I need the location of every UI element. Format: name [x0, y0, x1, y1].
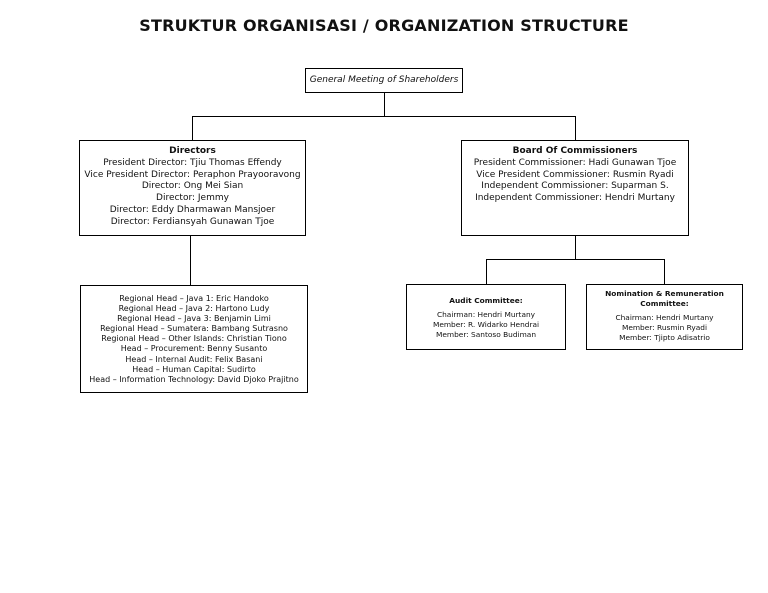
regional-line: Head – Procurement: Benny Susanto [120, 344, 268, 354]
commissioners-line: Vice President Commissioner: Rusmin Ryad… [476, 169, 674, 180]
regional-line: Head – Human Capital: Sudirto [132, 364, 256, 374]
connector-gms-down [384, 93, 385, 116]
audit-committee-line: Member: Santoso Budiman [435, 330, 537, 339]
commissioners-line: President Commissioner: Hadi Gunawan Tjo… [473, 157, 677, 168]
regional-line: Regional Head – Java 1: Eric Handoko [119, 294, 269, 303]
directors-line: President Director: Tjiu Thomas Effendy [103, 157, 282, 168]
page-title: STRUKTUR ORGANISASI / ORGANIZATION STRUC… [139, 16, 629, 35]
connector-top-horizontal [192, 116, 576, 117]
connector-to-directors [192, 116, 193, 140]
regional-line: Regional Head – Java 2: Hartono Ludy [118, 304, 270, 314]
connector-committees-horizontal [486, 259, 664, 260]
gms-box: General Meeting of Shareholders [305, 68, 463, 93]
directors-line: Director: Eddy Dharmawan Mansjoer [109, 204, 276, 215]
connector-to-nomination [664, 259, 665, 284]
directors-line: Director: Ong Mei Sian [141, 181, 244, 192]
connector-to-audit [486, 259, 487, 284]
directors-header: Directors [169, 146, 216, 156]
commissioners-line: Independent Commissioner: Suparman S. [481, 181, 669, 192]
nomination-committee-line: Member: Rusmin Ryadi [621, 323, 708, 332]
directors-line: Director: Ferdiansyah Gunawan Tjoe [110, 216, 275, 227]
audit-committee-line: Chairman: Hendri Murtany [436, 310, 536, 319]
directors-box: Directors President Director: Tjiu Thoma… [79, 140, 306, 236]
commissioners-line: Independent Commissioner: Hendri Murtany [475, 193, 675, 204]
nomination-committee-box: Nomination & Remuneration Committee: Cha… [586, 284, 743, 350]
gms-label: General Meeting of Shareholders [309, 75, 459, 85]
regional-line: Regional Head – Other Islands: Christian… [101, 334, 287, 344]
regional-heads-box: Regional Head – Java 1: Eric Handoko Reg… [80, 285, 308, 393]
directors-line: Director: Jemmy [156, 193, 229, 204]
nomination-committee-header-line2: Committee: [640, 299, 689, 308]
regional-line: Head – Internal Audit: Felix Basani [125, 354, 263, 364]
audit-committee-header: Audit Committee: [449, 296, 523, 305]
nomination-committee-line: Chairman: Hendri Murtany [615, 313, 714, 322]
connector-directors-to-regional [190, 236, 191, 285]
commissioners-box: Board Of Commissioners President Commiss… [461, 140, 689, 236]
directors-line: Vice President Director: Peraphon Prayoo… [84, 169, 301, 180]
regional-line: Regional Head – Sumatera: Bambang Sutras… [100, 324, 288, 334]
regional-line: Regional Head – Java 3: Benjamin Limi [117, 314, 271, 324]
connector-commissioners-down [575, 236, 576, 259]
regional-line: Head – Information Technology: David Djo… [89, 374, 299, 384]
audit-committee-box: Audit Committee: Chairman: Hendri Murtan… [406, 284, 566, 350]
nomination-committee-line: Member: Tjipto Adisatrio [619, 333, 710, 342]
connector-to-commissioners [575, 116, 576, 140]
commissioners-header: Board Of Commissioners [512, 146, 638, 156]
audit-committee-line: Member: R. Widarko Hendrai [432, 320, 540, 329]
nomination-committee-header-line1: Nomination & Remuneration [605, 289, 724, 298]
